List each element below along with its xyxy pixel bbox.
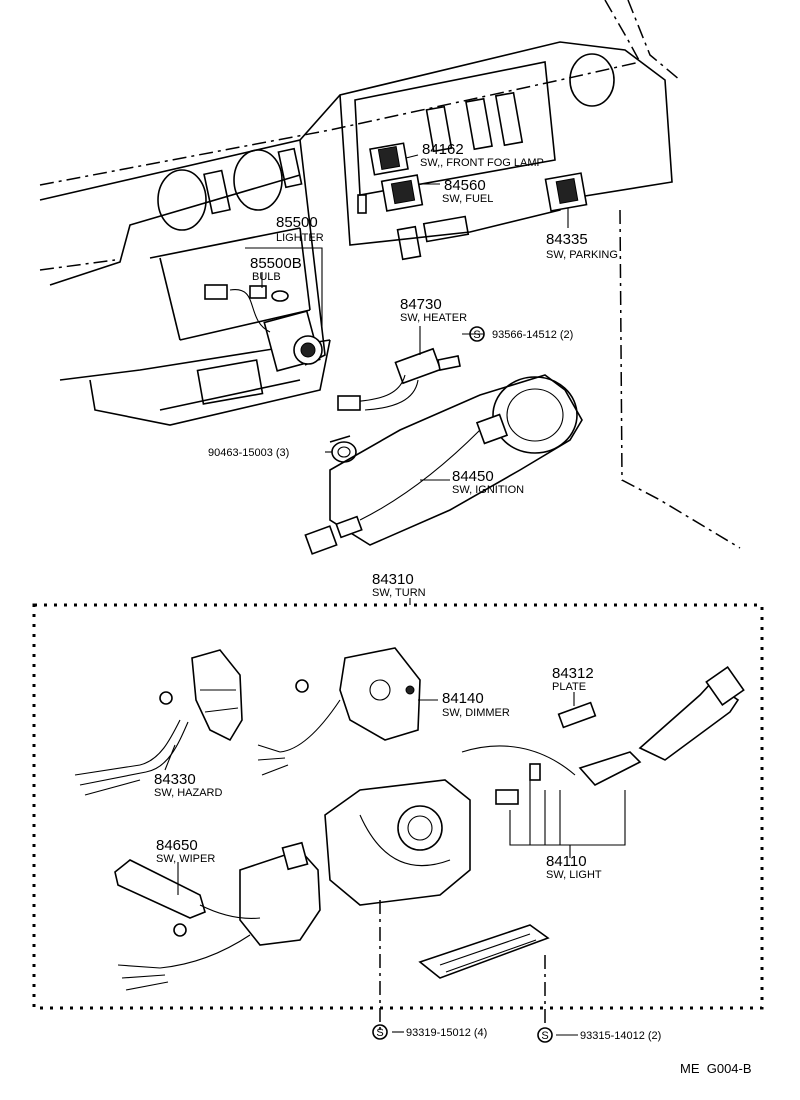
light-switch-drawing: [461, 665, 745, 846]
part-description: LIGHTER: [276, 232, 324, 244]
part-description: SW, HEATER: [400, 312, 467, 324]
part-description: SW, LIGHT: [546, 869, 602, 881]
turn-switch-body-drawing: [324, 779, 471, 906]
callout-84110: 84110 SW, LIGHT: [546, 853, 602, 881]
callout-84330: 84330 SW, HAZARD: [154, 771, 223, 799]
callout-84335: 84335 SW, PARKING: [546, 231, 618, 261]
callout-90463: 90463-15003 (3): [208, 447, 289, 459]
callout-93319: S 93319-15012 (4): [372, 1024, 487, 1040]
part-description: SW,, FRONT FOG LAMP: [420, 157, 544, 169]
callout-84560: 84560 SW, FUEL: [442, 177, 493, 205]
part-number: 84140: [442, 690, 484, 707]
turn-switch-assembly-drawing: [32, 603, 764, 1030]
callout-84312: 84312 PLATE: [552, 665, 594, 693]
callout-85500b: 85500B BULB: [250, 255, 302, 283]
part-description: SW, HAZARD: [154, 787, 223, 799]
s-symbol: S: [376, 1027, 383, 1039]
clamp-drawing: [329, 435, 357, 463]
connector-drawing: [418, 924, 550, 979]
s-symbol: S: [473, 329, 480, 341]
diagram-code: ME G004-B: [680, 1061, 752, 1076]
part-description: SW, PARKING: [546, 249, 618, 261]
ignition-switch-drawing: [304, 374, 583, 555]
part-description: SW, TURN: [372, 587, 426, 599]
callout-93315: S 93315-14012 (2): [537, 1027, 661, 1043]
callout-85500: 85500 LIGHTER: [276, 214, 324, 244]
dimmer-switch-drawing: [257, 647, 421, 776]
part-number: 84310: [372, 571, 414, 588]
part-description: SW, FUEL: [442, 193, 493, 205]
part-number: 84312: [552, 665, 594, 682]
part-number: 85500B: [250, 255, 302, 272]
hardware-number: 90463-15003 (3): [208, 447, 289, 459]
wiper-switch-drawing: [114, 841, 321, 991]
part-description: SW, DIMMER: [442, 707, 510, 719]
lighter-drawing: [204, 284, 323, 372]
hardware-number: 93319-15012 (4): [406, 1027, 487, 1039]
callout-84650: 84650 SW, WIPER: [156, 837, 215, 865]
plate-drawing: [557, 701, 597, 729]
part-number: 84730: [400, 296, 442, 313]
part-number: 84330: [154, 771, 196, 788]
part-description: BULB: [252, 271, 281, 283]
heater-switch-drawing: [337, 347, 461, 411]
part-number: 84650: [156, 837, 198, 854]
part-number: 84335: [546, 231, 588, 248]
part-number: 85500: [276, 214, 318, 231]
part-number: 84162: [422, 141, 464, 158]
hardware-number: 93315-14012 (2): [580, 1030, 661, 1042]
part-number: 84450: [452, 468, 494, 485]
s-symbol: S: [541, 1030, 548, 1042]
callout-84140: 84140 SW, DIMMER: [442, 690, 510, 719]
callout-93566: S 93566-14512 (2): [469, 326, 573, 342]
callout-84162: 84162 SW,, FRONT FOG LAMP: [420, 141, 544, 169]
part-description: PLATE: [552, 681, 586, 693]
fog-lamp-switch-drawing: [369, 142, 409, 176]
part-number: 84110: [546, 853, 587, 870]
callout-84310: 84310 SW, TURN: [372, 571, 426, 599]
callout-84730: 84730 SW, HEATER: [400, 296, 467, 324]
fuel-switch-drawing: [380, 174, 424, 212]
part-description: SW, WIPER: [156, 853, 215, 865]
callout-84450: 84450 SW, IGNITION: [452, 468, 524, 496]
part-description: SW, IGNITION: [452, 484, 524, 496]
hazard-switch-drawing: [74, 649, 243, 796]
part-number: 84560: [444, 177, 486, 194]
leader-lines: [164, 154, 578, 1036]
hardware-number: 93566-14512 (2): [492, 329, 573, 341]
dashboard-drawing: [39, 0, 741, 555]
parking-switch-drawing: [544, 172, 588, 212]
